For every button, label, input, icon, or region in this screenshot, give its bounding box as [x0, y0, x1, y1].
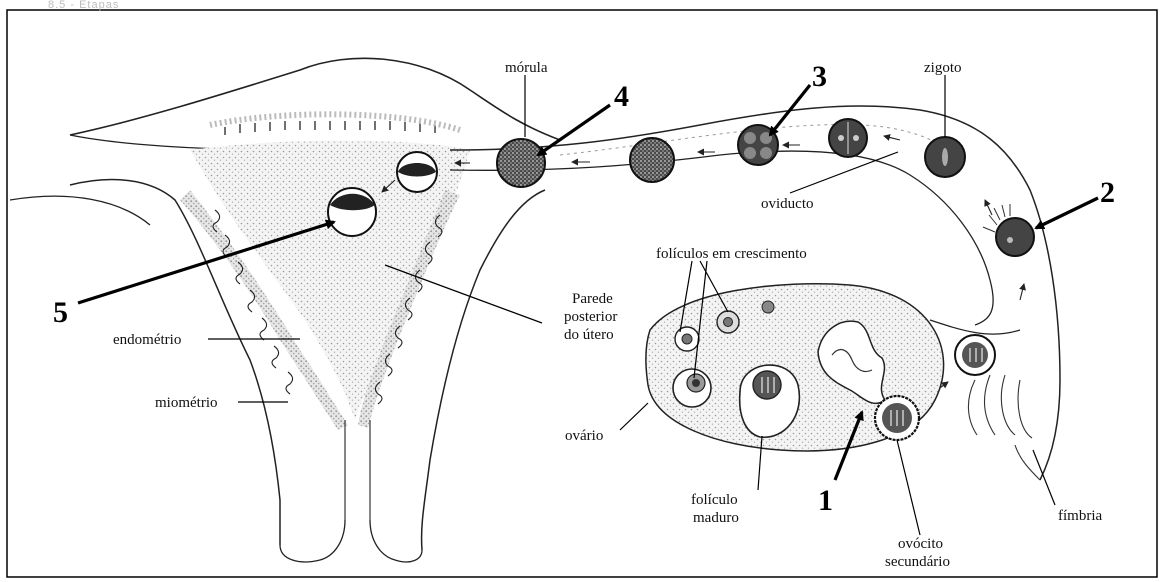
number-3: 3 [812, 60, 827, 93]
eight-cell-stage [630, 138, 674, 182]
growing-follicle [675, 327, 699, 351]
label-foliculo-maduro-1: folículo [691, 492, 738, 508]
growing-follicle [717, 311, 739, 333]
label-parede-1: Parede [572, 291, 613, 307]
label-morula: mórula [505, 60, 548, 76]
blastocyst-implanting [328, 188, 376, 236]
label-miometrio: miométrio [155, 395, 218, 411]
label-foliculos: folículos em crescimento [656, 246, 807, 262]
arrow-2 [1036, 198, 1098, 228]
secondary-oocyte [875, 396, 919, 440]
number-2: 2 [1100, 176, 1115, 209]
blastocyst [397, 152, 437, 192]
ovary [646, 284, 944, 451]
label-ovocito-1: ovócito [898, 536, 943, 552]
two-cell-stage [829, 119, 867, 157]
label-ovocito-2: secundário [885, 554, 950, 570]
morula-cell [497, 139, 545, 187]
number-1: 1 [818, 484, 833, 517]
label-endometrio: endométrio [113, 332, 181, 348]
label-foliculo-maduro-2: maduro [693, 510, 739, 526]
label-zigoto: zigoto [924, 60, 962, 76]
label-fimbria: fímbria [1058, 508, 1102, 524]
growing-follicle [673, 369, 711, 407]
label-parede-2: posterior [564, 309, 617, 325]
header-text: 8.5 - Etapas [48, 0, 119, 11]
label-oviducto: oviducto [761, 196, 814, 212]
number-4: 4 [614, 80, 629, 113]
label-parede-3: do útero [564, 327, 614, 343]
zygote-cell [925, 137, 965, 177]
oocyte-transit [955, 335, 995, 375]
arrow-3 [770, 85, 810, 135]
uterus [10, 58, 560, 562]
label-ovario: ovário [565, 428, 603, 444]
number-5: 5 [53, 296, 68, 329]
arrow-4 [538, 105, 610, 155]
primordial-follicle [762, 301, 774, 313]
